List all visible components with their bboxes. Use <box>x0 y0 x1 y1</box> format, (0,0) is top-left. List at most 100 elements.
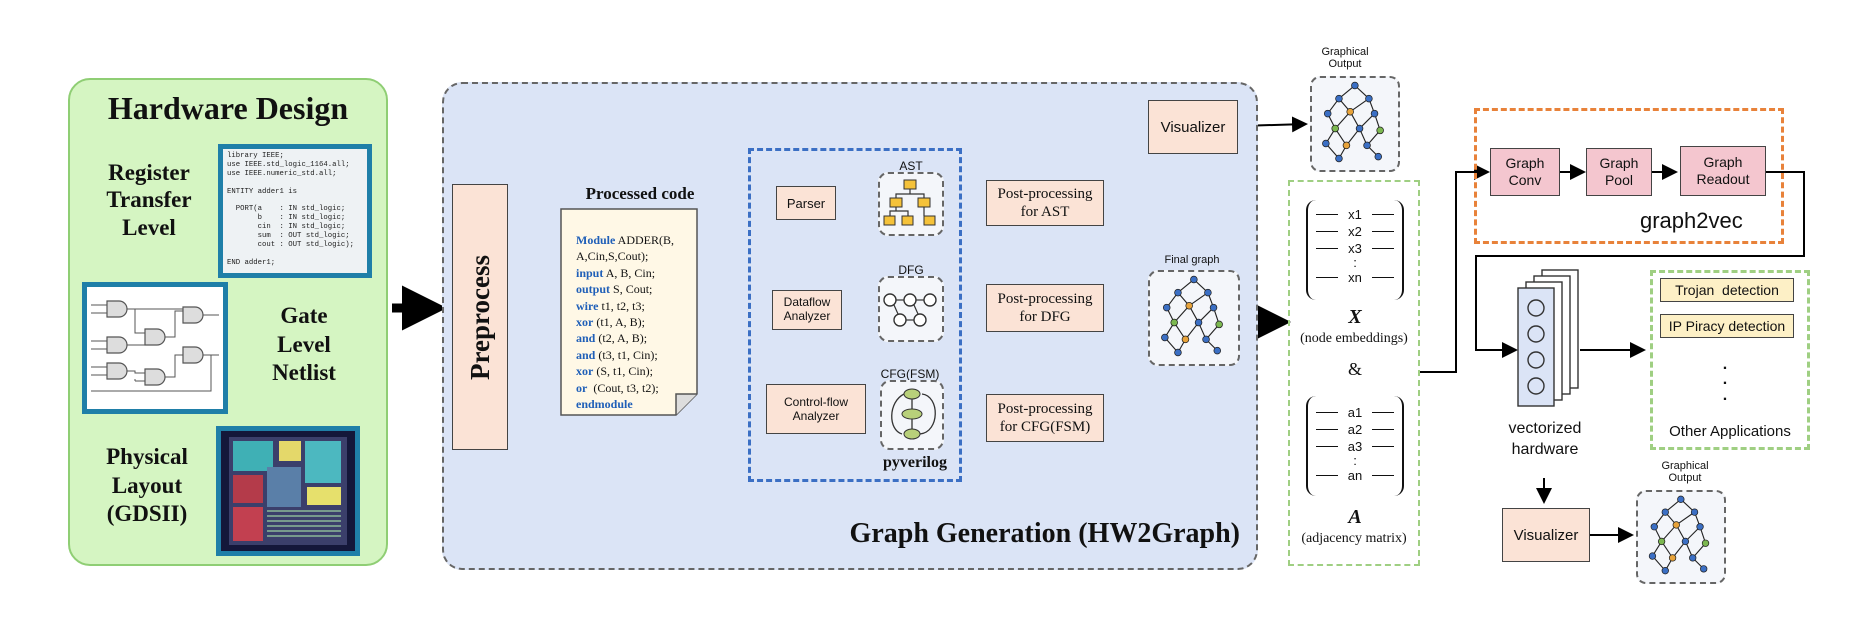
graphical-output-label-bottom: Graphical Output <box>1661 459 1709 484</box>
code-keyword: wire <box>576 298 599 313</box>
matrix-entry: an <box>1347 467 1363 483</box>
graph2vec-box <box>1474 108 1784 244</box>
graph-generation-title: Graph Generation (HW2Graph) <box>849 518 1240 549</box>
code-text: (t2, A, B); <box>595 331 648 346</box>
final-graph-label: Final graph <box>1164 254 1220 266</box>
more-applications-dots: . . . <box>1722 356 1728 404</box>
physical-layout-label: Physical Layout (GDSII) <box>106 443 188 527</box>
parser-block: Parser <box>776 186 836 220</box>
a-symbol: A <box>1348 505 1362 528</box>
visualizer-block-bottom: Visualizer <box>1502 508 1590 562</box>
rtl-code-line: END adder1; <box>227 258 276 267</box>
code-keyword: and <box>576 331 596 346</box>
processed-code-line: xor (S, t1, Cin); <box>576 363 698 379</box>
ip-piracy-detection-block: IP Piracy detection <box>1660 314 1794 338</box>
graphical-output-icon-bottom <box>1636 490 1726 584</box>
network-graph-icon <box>1161 275 1223 357</box>
matrix-entry: x3 <box>1348 240 1362 256</box>
rtl-code-line: PORT(a : IN std_logic; <box>227 205 346 214</box>
applications-box <box>1650 270 1810 450</box>
visualizer-block: Visualizer <box>1148 100 1238 154</box>
document-icon <box>560 208 698 416</box>
rtl-code-line <box>227 179 363 188</box>
code-text: (S, t1, Cin); <box>593 364 653 379</box>
ampersand: & <box>1347 358 1362 379</box>
rtl-code-line: library IEEE; <box>227 152 284 160</box>
pyverilog-box <box>748 148 962 482</box>
graph-readout-block: Graph Readout <box>1680 146 1766 196</box>
code-text: A,Cin,S,Cout); <box>576 249 649 264</box>
processed-code-line: input A, B, Cin; <box>576 265 698 281</box>
rtl-code-line: cout : OUT std_logic); <box>227 240 354 249</box>
processed-code-line: wire t1, t2, t3; <box>576 298 698 314</box>
controlflow-analyzer-block: Control-flow Analyzer <box>766 384 866 434</box>
ast-label: AST <box>899 159 923 173</box>
processed-code-line: endmodule <box>576 396 698 412</box>
matrix-row: : <box>1308 255 1402 270</box>
x-symbol: X <box>1348 305 1362 328</box>
node-embeddings-caption: (node embeddings) <box>1300 331 1408 346</box>
processed-code-line: and (t3, t1, Cin); <box>576 347 698 363</box>
matrix-entry: a3 <box>1347 438 1363 454</box>
code-text: t1, t2, t3; <box>598 298 645 313</box>
chip-layout-icon <box>221 431 355 551</box>
dfg-icon-frame <box>878 276 944 342</box>
rtl-code-line <box>227 250 363 259</box>
processed-code-line: xor (t1, A, B); <box>576 314 698 330</box>
dfg-label: DFG <box>898 263 924 277</box>
tree-icon <box>883 179 936 226</box>
hardware-design-title: Hardware Design <box>107 89 349 126</box>
vectorized-hardware-icon <box>1516 268 1586 418</box>
matrix-row: : <box>1308 453 1402 468</box>
dataflow-graph-icon <box>883 293 937 327</box>
gate-netlist-thumbnail <box>82 282 228 414</box>
dataflow-analyzer-block: Dataflow Analyzer <box>772 290 842 330</box>
network-graph-icon <box>1322 81 1384 163</box>
cfg-icon-frame <box>880 380 944 450</box>
other-applications-label: Other Applications <box>1669 422 1791 440</box>
vectorized-hardware-label: vectorized hardware <box>1508 420 1582 458</box>
matrix-entry: a2 <box>1347 421 1363 437</box>
cfg-label: CFG(FSM) <box>880 367 940 381</box>
rtl-code-line: use IEEE.numeric_std.all; <box>227 169 337 178</box>
code-keyword: endmodule <box>576 397 633 412</box>
neural-layer-stack-icon <box>1517 269 1579 407</box>
matrix-entry: : <box>1353 255 1357 270</box>
matrix-row: x3 <box>1308 240 1402 257</box>
rtl-code-line: use IEEE.std_logic_1164.all; <box>227 160 350 169</box>
adjacency-matrix-caption: (adjacency matrix) <box>1301 531 1407 546</box>
rtl-code-line: sum : OUT std_logic; <box>227 232 350 241</box>
code-text: A, B, Cin; <box>603 265 656 280</box>
code-keyword: xor <box>576 315 594 330</box>
rtl-code-thumbnail: library IEEE;use IEEE.std_logic_1164.all… <box>218 144 372 278</box>
processed-code-line: or (Cout, t3, t2); <box>576 380 698 396</box>
matrix-entry: a1 <box>1347 404 1363 420</box>
processed-code-document: Module ADDER(B,A,Cin,S,Cout);input A, B,… <box>560 208 698 416</box>
matrix-entry: : <box>1353 453 1357 468</box>
post-processing-cfg: Post-processing for CFG(FSM) <box>986 394 1104 442</box>
pyverilog-label: pyverilog <box>883 454 947 471</box>
processed-code-line: Module ADDER(B, <box>576 232 698 248</box>
processed-code-title: Processed code <box>585 184 695 203</box>
graph-pool-block: Graph Pool <box>1586 148 1652 196</box>
graph2vec-title: graph2vec <box>1640 208 1743 233</box>
code-keyword: xor <box>576 364 594 379</box>
ast-icon-frame <box>878 172 944 236</box>
logic-gates-icon <box>91 300 219 392</box>
matrix-row: xn <box>1308 269 1402 286</box>
preprocess-block: Preprocess <box>452 184 508 450</box>
final-graph-icon <box>1148 270 1240 366</box>
embeddings-panel <box>1288 180 1420 566</box>
code-keyword: and <box>576 347 596 362</box>
code-text: (Cout, t3, t2); <box>587 380 659 395</box>
gate-level-label: Gate Level Netlist <box>272 302 336 386</box>
code-text: S, Cout; <box>610 282 653 297</box>
post-processing-dfg: Post-processing for DFG <box>986 284 1104 332</box>
graph-conv-block: Graph Conv <box>1490 148 1560 196</box>
state-machine-icon <box>891 388 936 440</box>
code-keyword: output <box>576 282 611 297</box>
matrix-row: x1 <box>1308 206 1402 223</box>
code-keyword: Module <box>576 233 616 247</box>
